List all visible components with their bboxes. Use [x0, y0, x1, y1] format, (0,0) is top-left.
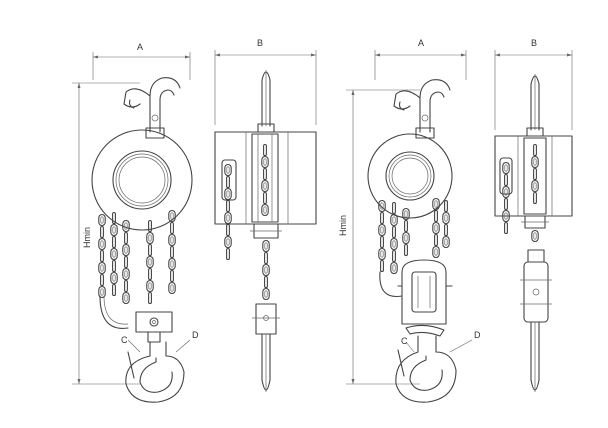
left-hmin-label: Hmin — [82, 227, 92, 248]
left-dimension-b-label: B — [257, 38, 263, 48]
left-hook-d-label: D — [192, 330, 199, 340]
left-hoist-front-view: A Hmin — [72, 42, 199, 403]
right-hmin-label: Hmin — [338, 215, 348, 236]
left-hook-c-label: C — [121, 335, 128, 345]
right-hook-c-label: C — [401, 336, 408, 346]
right-dimension-b-label: B — [531, 38, 537, 48]
right-hook-d-label: D — [474, 330, 481, 340]
right-hoist-front-view: A Hmin — [338, 38, 481, 403]
right-dimension-a-label: A — [418, 38, 424, 48]
right-hoist-side-view: B — [494, 38, 573, 392]
left-hoist-side-view: B — [214, 38, 317, 392]
left-dimension-a-label: A — [137, 42, 143, 52]
